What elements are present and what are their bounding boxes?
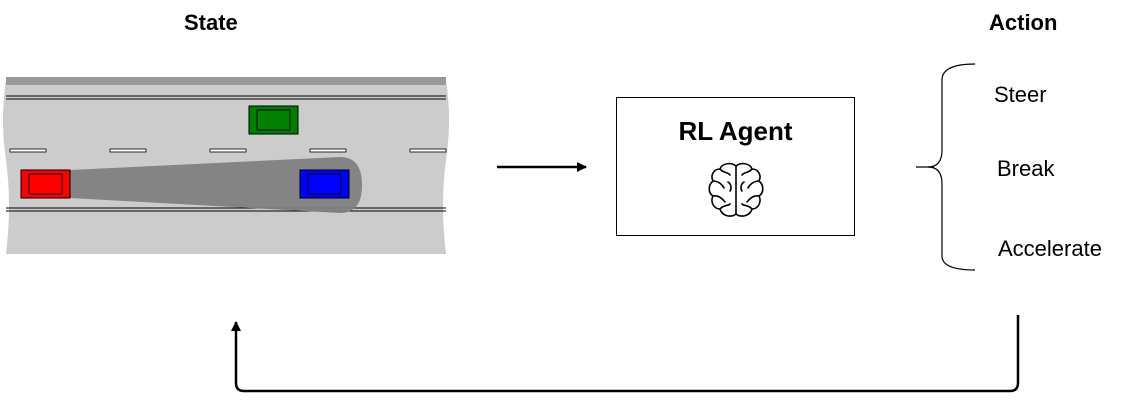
action-accelerate: Accelerate <box>998 236 1102 261</box>
road-scene <box>3 77 449 254</box>
brain-icon <box>708 162 764 217</box>
action-break: Break <box>997 156 1055 181</box>
action-brace <box>927 63 976 271</box>
car-ego <box>20 169 71 199</box>
action-title: Action <box>989 10 1058 35</box>
rl-agent-title: RL Agent <box>678 116 793 146</box>
rl-agent-box: RL Agent <box>616 97 855 236</box>
sensor-beam <box>70 157 362 213</box>
car-front <box>299 169 350 199</box>
feedback-arrow <box>231 315 1020 393</box>
state-title: State <box>184 10 238 35</box>
lane-divider <box>9 148 447 153</box>
road-top-shoulder <box>6 77 446 85</box>
action-steer: Steer <box>994 82 1047 107</box>
car-adjacent <box>248 105 299 135</box>
